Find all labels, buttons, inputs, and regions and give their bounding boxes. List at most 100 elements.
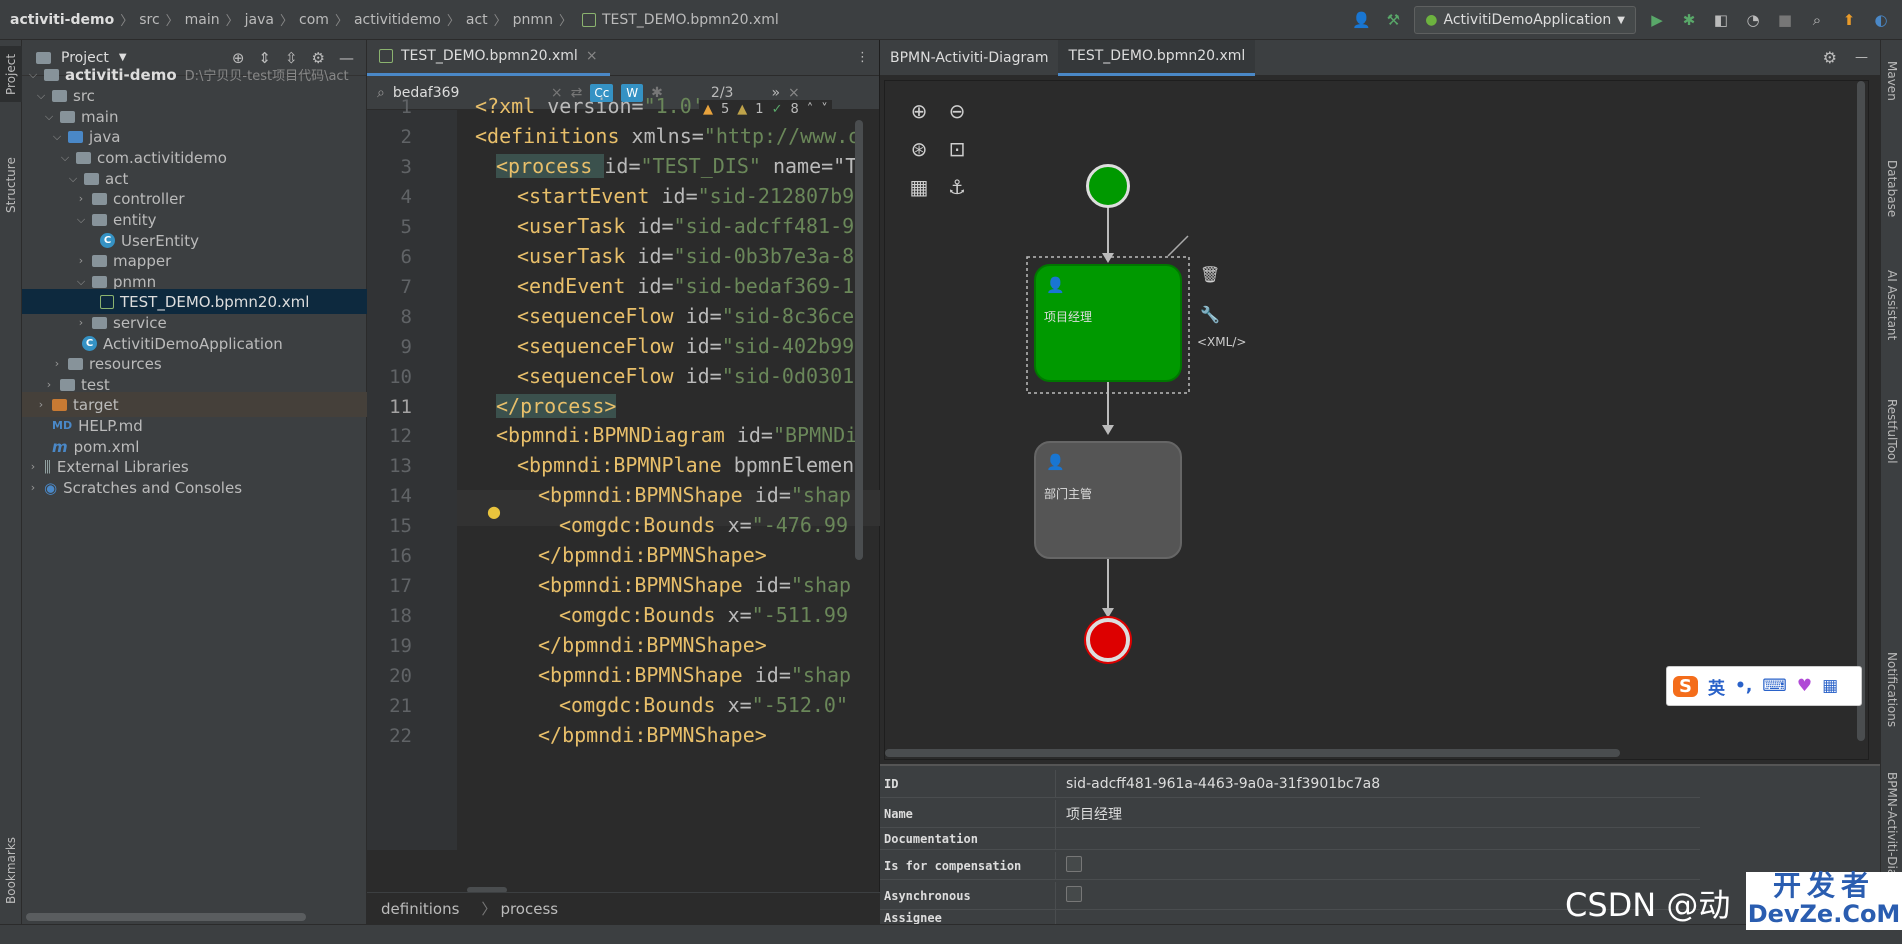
build-hammer-icon[interactable]: ⚒ bbox=[1386, 11, 1401, 29]
anchor-icon[interactable]: ⚓ bbox=[948, 175, 966, 199]
asynchronous-checkbox[interactable] bbox=[1066, 885, 1082, 902]
chevron-down-icon[interactable]: ▼ bbox=[118, 52, 127, 63]
database-tool-tab[interactable]: Database bbox=[1885, 160, 1899, 218]
property-row-compensation[interactable]: Is for compensation bbox=[880, 852, 1700, 880]
run-configuration-select[interactable]: ● ActivitiDemoApplication ▼ bbox=[1414, 6, 1636, 34]
close-find-icon[interactable]: × bbox=[788, 84, 800, 101]
punctuation-icon[interactable]: •, bbox=[1734, 676, 1753, 696]
inspection-widget[interactable]: ▲5 ▲1 ✓8 ˄˅ bbox=[699, 100, 832, 119]
tree-item-act[interactable]: ⌵act bbox=[22, 166, 367, 191]
property-row-documentation[interactable]: Documentation bbox=[880, 828, 1700, 850]
close-icon[interactable]: × bbox=[585, 48, 598, 64]
tree-item-test-demo-xml[interactable]: TEST_DEMO.bpmn20.xml bbox=[22, 289, 367, 314]
zoom-in-icon[interactable]: ⊕ bbox=[910, 99, 928, 123]
property-value-id[interactable]: sid-adcff481-961a-4463-9a0a-31f3901bc7a8 bbox=[1066, 775, 1381, 792]
breadcrumb-main[interactable]: main bbox=[184, 11, 220, 28]
coverage-icon[interactable]: ◧ bbox=[1713, 11, 1729, 29]
expand-all-icon[interactable]: ⇕ bbox=[258, 48, 271, 67]
tree-item-com-activitidemo[interactable]: ⌵com.activitidemo bbox=[22, 145, 367, 170]
stop-icon[interactable]: ■ bbox=[1777, 11, 1793, 29]
toolbox-icon[interactable]: ▦ bbox=[1822, 676, 1839, 696]
grid-icon[interactable]: ▦ bbox=[909, 175, 929, 199]
project-panel-title[interactable]: Project bbox=[61, 49, 109, 66]
skin-icon[interactable]: ♥ bbox=[1796, 676, 1813, 696]
tree-item-src[interactable]: ⌵src bbox=[22, 83, 367, 108]
zoom-fit-icon[interactable]: ⊛ bbox=[910, 137, 928, 161]
tab-test-demo-xml[interactable]: TEST_DEMO.bpmn20.xml bbox=[1058, 39, 1256, 76]
regex-icon[interactable]: ✱ bbox=[651, 84, 663, 101]
user-icon[interactable]: 👤 bbox=[1351, 11, 1371, 29]
breadcrumb-definitions[interactable]: definitions bbox=[381, 899, 460, 918]
breadcrumb-com[interactable]: com bbox=[299, 11, 329, 28]
delete-icon[interactable]: 🗑 bbox=[1200, 265, 1221, 284]
gear-icon[interactable]: ⚙ bbox=[1822, 48, 1837, 67]
history-icon[interactable]: ⇄ bbox=[570, 84, 583, 101]
breadcrumb-activitidemo[interactable]: activitidemo bbox=[353, 11, 441, 28]
editor-tab-test-demo[interactable]: TEST_DEMO.bpmn20.xml × bbox=[367, 40, 610, 76]
ime-language[interactable]: 英 bbox=[1707, 678, 1725, 699]
tree-item-test[interactable]: ›test bbox=[22, 372, 367, 397]
breadcrumb-file[interactable]: TEST_DEMO.bpmn20.xml bbox=[578, 12, 779, 28]
maven-tool-tab[interactable]: Maven bbox=[1885, 61, 1899, 101]
tree-item-main[interactable]: ⌵main bbox=[22, 104, 367, 129]
project-tool-tab[interactable]: Project bbox=[0, 46, 22, 102]
tree-item-external-libraries[interactable]: ›⫼External Libraries bbox=[22, 454, 367, 479]
structure-tool-tab[interactable]: Structure bbox=[4, 157, 18, 213]
breadcrumb-act[interactable]: act bbox=[465, 11, 488, 28]
diagram-canvas[interactable]: ⊕ ⊖ ⊛ ⊡ ▦ ⚓ 👤 项目经理 🗑 🔧 <XML/> 👤 部门主管 bbox=[884, 80, 1869, 760]
minimize-icon[interactable]: — bbox=[1855, 50, 1868, 65]
tree-item-entity[interactable]: ⌵entity bbox=[22, 207, 367, 232]
end-event[interactable] bbox=[1086, 618, 1130, 662]
debug-icon[interactable]: ✱ bbox=[1682, 11, 1696, 29]
update-icon[interactable]: ⬆ bbox=[1842, 11, 1856, 29]
breadcrumb-java[interactable]: java bbox=[244, 11, 275, 28]
canvas-hscrollbar[interactable] bbox=[885, 749, 1620, 757]
property-row-asynchronous[interactable]: Asynchronous bbox=[880, 882, 1700, 910]
tree-item-mapper[interactable]: ›mapper bbox=[22, 248, 367, 273]
run-icon[interactable]: ▶ bbox=[1651, 11, 1663, 29]
tab-bpmn-diagram[interactable]: BPMN-Activiti-Diagram bbox=[890, 49, 1049, 66]
more-icon[interactable]: ⋮ bbox=[856, 50, 869, 65]
ime-toolbar[interactable]: S 英 •, ⌨ ♥ ▦ bbox=[1666, 666, 1862, 706]
tree-item-resources[interactable]: ›resources bbox=[22, 351, 367, 376]
horizontal-scrollbar[interactable] bbox=[26, 913, 306, 921]
ai-assistant-tool-tab[interactable]: AI Assistant bbox=[1885, 269, 1899, 341]
whole-words-button[interactable]: W bbox=[621, 83, 644, 102]
tree-item-target[interactable]: ›target bbox=[22, 392, 367, 417]
notifications-tool-tab[interactable]: Notifications bbox=[1885, 652, 1899, 728]
match-case-button[interactable]: Cc bbox=[590, 83, 614, 102]
minimize-icon[interactable]: — bbox=[339, 48, 354, 67]
breadcrumb-project[interactable]: activiti-demo bbox=[10, 11, 115, 28]
bulb-icon[interactable]: ● bbox=[487, 502, 501, 521]
search-icon[interactable]: ⌕ bbox=[1812, 11, 1822, 29]
chevron-down-icon[interactable]: ˅ bbox=[821, 102, 828, 117]
chevron-up-icon[interactable]: ˄ bbox=[806, 102, 814, 117]
plugin-icon[interactable]: ◐ bbox=[1874, 11, 1888, 29]
tree-item-scratches[interactable]: ›◉Scratches and Consoles bbox=[22, 475, 367, 500]
tree-item-service[interactable]: ›service bbox=[22, 310, 367, 335]
canvas-vscrollbar[interactable] bbox=[1857, 81, 1865, 741]
user-task-department-head[interactable]: 👤 部门主管 bbox=[1034, 441, 1182, 559]
search-input[interactable]: bedaf369 bbox=[392, 84, 460, 101]
clear-icon[interactable]: × bbox=[550, 84, 563, 101]
compensation-checkbox[interactable] bbox=[1066, 855, 1082, 872]
center-icon[interactable]: ⊡ bbox=[948, 137, 966, 161]
collapse-all-icon[interactable]: ⇳ bbox=[284, 48, 298, 67]
user-task-project-manager[interactable]: 👤 项目经理 bbox=[1034, 264, 1182, 382]
locate-icon[interactable]: ⊕ bbox=[231, 48, 245, 67]
restfultool-tool-tab[interactable]: RestfulTool bbox=[1885, 398, 1899, 464]
next-occurrence-icon[interactable]: » bbox=[771, 84, 781, 101]
gear-icon[interactable]: ⚙ bbox=[311, 48, 325, 67]
tree-item-pnmn[interactable]: ⌵pnmn bbox=[22, 269, 367, 294]
zoom-out-icon[interactable]: ⊖ bbox=[948, 99, 966, 123]
breadcrumb-process[interactable]: process bbox=[500, 899, 559, 918]
start-event[interactable] bbox=[1086, 164, 1130, 208]
xml-link[interactable]: <XML/> bbox=[1197, 335, 1247, 349]
